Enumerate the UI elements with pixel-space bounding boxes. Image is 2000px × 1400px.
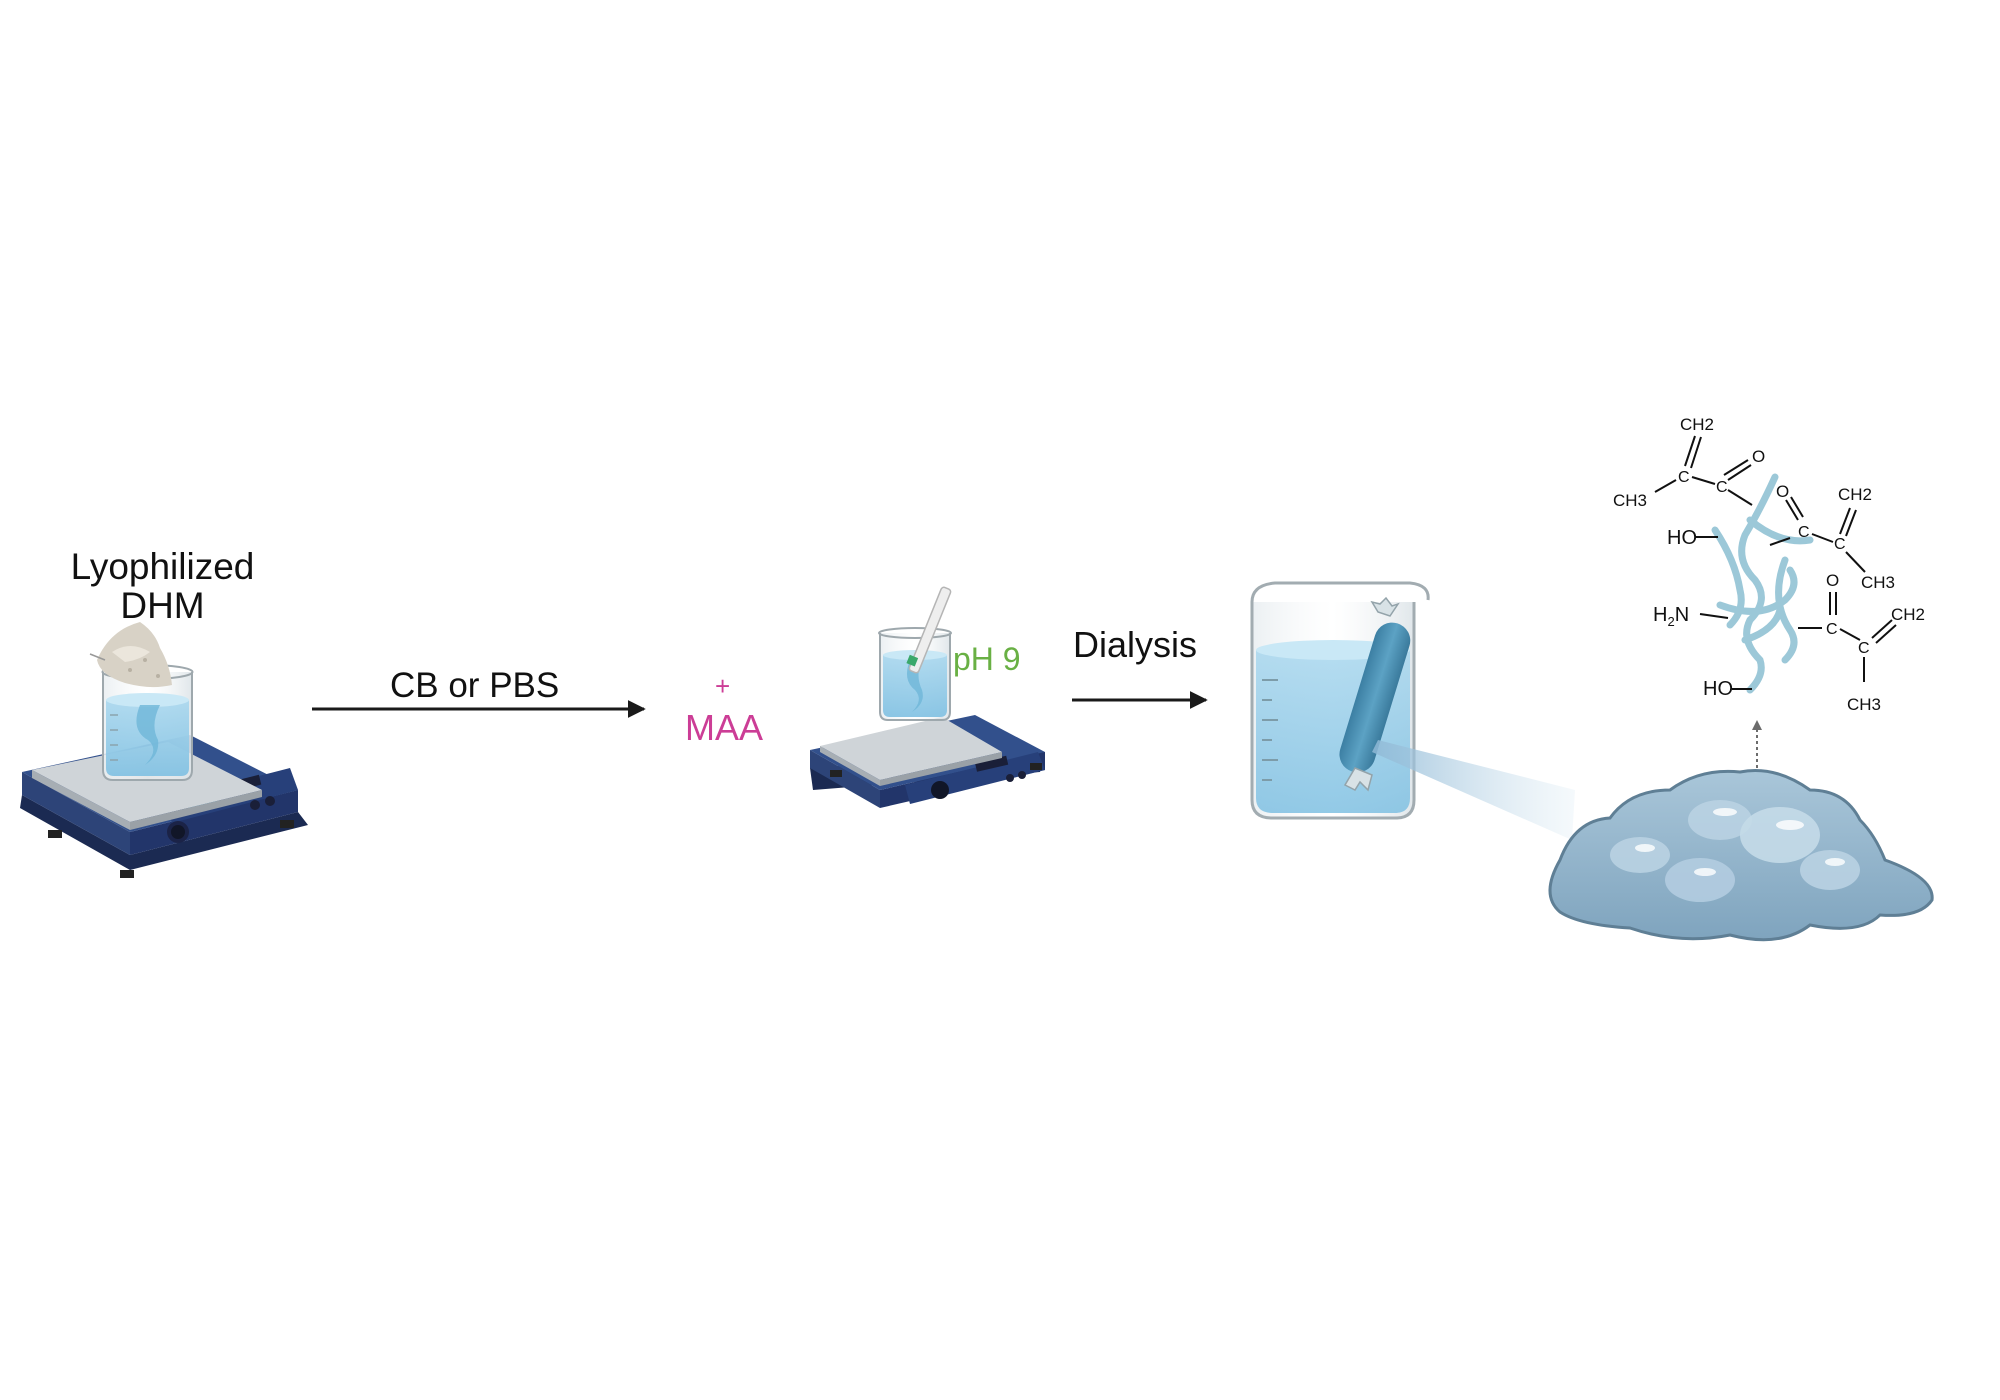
reagent-label: MAA (685, 707, 764, 748)
ph-strip-icon (906, 586, 952, 674)
beaker-icon (1250, 581, 1430, 820)
beaker-icon (878, 627, 952, 721)
chem-top-c2: C (1716, 479, 1728, 496)
chem-top-ch3: CH3 (1613, 491, 1647, 510)
chem-ho-upper: HO (1667, 527, 1697, 549)
zoom-beam (1372, 740, 1575, 840)
title-line-2: DHM (120, 585, 205, 626)
chemical-structure: CH2 C CH3 C O HO O C C CH2 CH3 H2N O (1613, 415, 1925, 714)
chem-low-c1: C (1826, 621, 1838, 638)
hot-plate-stirrer-icon (810, 715, 1045, 808)
chem-low-o: O (1826, 571, 1839, 590)
step-label-buffer: CB or PBS (390, 666, 560, 705)
chem-mid-o: O (1776, 482, 1789, 501)
step-label-dialysis: Dialysis (1073, 624, 1198, 665)
hot-plate-stirrer-icon (20, 735, 308, 878)
beaker-icon (101, 664, 194, 781)
chem-ho-lower: HO (1703, 678, 1733, 700)
polymer-chain (1711, 473, 1814, 694)
chem-top-ch2: CH2 (1680, 415, 1714, 434)
chem-top-o: O (1752, 447, 1765, 466)
chem-top-c1: C (1678, 469, 1690, 486)
title-line-1: Lyophilized (70, 546, 255, 587)
powder-pile-icon (89, 622, 172, 688)
chem-amine: H2N (1653, 604, 1689, 629)
chem-low-ch3: CH3 (1847, 695, 1881, 714)
plus-sign: + (715, 671, 731, 701)
ph-label: pH 9 (953, 641, 1021, 677)
hydrogel-blob-icon (1548, 768, 1934, 942)
chem-low-ch2: CH2 (1891, 605, 1925, 624)
dialysis-tubing-icon (1339, 596, 1411, 792)
chem-mid-c1: C (1798, 524, 1810, 541)
chem-mid-ch3: CH3 (1861, 573, 1895, 592)
chem-low-c2: C (1858, 640, 1870, 657)
chem-mid-c2: C (1834, 536, 1846, 553)
chem-mid-ch2: CH2 (1838, 485, 1872, 504)
